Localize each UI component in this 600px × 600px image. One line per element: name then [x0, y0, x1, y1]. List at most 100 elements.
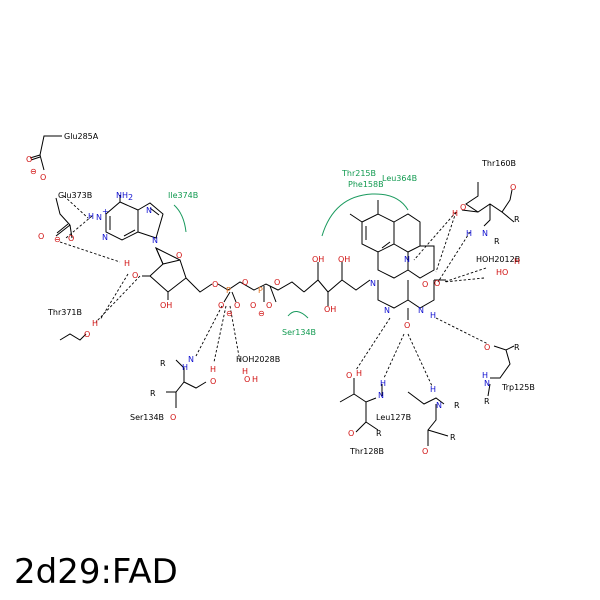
svg-text:O: O: [212, 280, 218, 289]
svg-text:N: N: [378, 391, 384, 400]
svg-text:H: H: [88, 212, 94, 221]
svg-text:OH: OH: [312, 255, 324, 264]
svg-text:N: N: [418, 306, 424, 315]
ribityl-chain: [303, 262, 371, 306]
svg-text:⊖: ⊖: [54, 235, 61, 244]
svg-text:N: N: [484, 379, 490, 388]
svg-text:N: N: [102, 233, 108, 242]
svg-text:N: N: [370, 279, 376, 288]
svg-text:OH: OH: [338, 255, 350, 264]
svg-text:H: H: [482, 371, 488, 380]
svg-text:O: O: [218, 301, 224, 310]
svg-text:H: H: [430, 385, 436, 394]
svg-text:O: O: [132, 271, 138, 280]
svg-text:N: N: [404, 255, 410, 264]
glu373b-group: [55, 197, 73, 239]
svg-text:P: P: [226, 286, 231, 295]
svg-text:O: O: [26, 155, 32, 164]
svg-text:N: N: [146, 206, 152, 215]
label-hoh2012b: HOH2012B: [476, 255, 520, 264]
svg-text:O: O: [404, 321, 410, 330]
thr160b-group: [461, 182, 515, 227]
svg-text:O: O: [244, 375, 250, 384]
svg-text:H: H: [380, 379, 386, 388]
svg-text:O: O: [210, 377, 216, 386]
svg-text:+: +: [102, 207, 109, 216]
trp125b-group: [487, 345, 515, 397]
svg-text:R: R: [494, 237, 500, 246]
svg-text:H: H: [210, 365, 216, 374]
svg-text:O: O: [348, 429, 354, 438]
svg-text:N: N: [188, 355, 194, 364]
svg-text:O: O: [484, 343, 490, 352]
svg-text:2: 2: [128, 193, 133, 202]
svg-text:O: O: [434, 279, 440, 288]
svg-text:O: O: [346, 371, 352, 380]
thr128b-leu127b-group: [339, 378, 449, 446]
arc-thr215b-leu364b: [321, 193, 409, 237]
svg-text:N: N: [384, 306, 390, 315]
label-thr128b: Thr128B: [349, 447, 384, 456]
svg-text:N: N: [482, 229, 488, 238]
svg-text:O: O: [250, 301, 256, 310]
svg-text:R: R: [150, 389, 156, 398]
label-thr215b: Thr215B: [341, 169, 376, 178]
svg-text:N: N: [152, 236, 158, 245]
svg-text:O: O: [510, 183, 516, 192]
pyrophosphate: [217, 281, 305, 303]
svg-text:O: O: [40, 173, 46, 182]
svg-text:⊖: ⊖: [258, 309, 265, 318]
svg-text:O: O: [38, 232, 44, 241]
svg-text:H: H: [124, 259, 130, 268]
svg-text:O: O: [68, 234, 74, 243]
svg-text:H: H: [252, 375, 258, 384]
thr371b-group: [59, 333, 87, 341]
svg-text:N: N: [96, 213, 102, 222]
atom-labels: O O ⊖ O O ⊖ H N + NH 2 N N N O H O OH H …: [26, 155, 520, 456]
hydrophobic-contacts: [173, 193, 409, 319]
svg-text:N: N: [436, 401, 442, 410]
svg-text:H: H: [182, 363, 188, 372]
svg-text:O: O: [266, 301, 272, 310]
svg-text:R: R: [450, 433, 456, 442]
hydrogen-bonds: [59, 195, 489, 387]
adenosine-ribose: [142, 246, 213, 300]
label-thr160b: Thr160B: [481, 159, 516, 168]
label-glu373b: Glu373B: [58, 191, 92, 200]
svg-text:R: R: [160, 359, 166, 368]
svg-text:R: R: [376, 429, 382, 438]
adenine-ring: [105, 195, 164, 241]
svg-text:R: R: [514, 343, 520, 352]
svg-text:O: O: [234, 301, 240, 310]
svg-text:⊖: ⊖: [30, 167, 37, 176]
label-leu364b: Leu364B: [382, 174, 417, 183]
svg-text:H: H: [466, 229, 472, 238]
label-phe158b: Phe158B: [348, 180, 384, 189]
svg-text:HO: HO: [496, 268, 508, 277]
svg-text:H: H: [356, 369, 362, 378]
svg-text:NH: NH: [116, 191, 128, 200]
svg-text:H: H: [514, 257, 520, 266]
svg-text:O: O: [460, 203, 466, 212]
ser134b-group: [166, 359, 207, 408]
svg-text:H: H: [242, 367, 248, 376]
page-title: 2d29:FAD: [14, 552, 178, 592]
svg-text:O: O: [242, 278, 248, 287]
label-trp125b: Trp125B: [501, 383, 535, 392]
svg-text:O: O: [274, 278, 280, 287]
svg-text:O: O: [84, 330, 90, 339]
svg-text:R: R: [454, 401, 460, 410]
label-thr371b: Thr371B: [47, 308, 82, 317]
svg-text:O: O: [422, 280, 428, 289]
label-ile374b: Ile374B: [168, 191, 198, 200]
svg-text:O: O: [170, 413, 176, 422]
arc-ser134b: [287, 311, 309, 319]
svg-text:⊖: ⊖: [226, 309, 233, 318]
svg-text:OH: OH: [160, 301, 172, 310]
label-hoh2028b: HOH2028B: [236, 355, 280, 364]
label-leu127b: Leu127B: [376, 413, 411, 422]
isoalloxazine-ring: [349, 200, 446, 320]
arc-ile374b: [173, 204, 187, 233]
svg-text:OH: OH: [324, 305, 336, 314]
